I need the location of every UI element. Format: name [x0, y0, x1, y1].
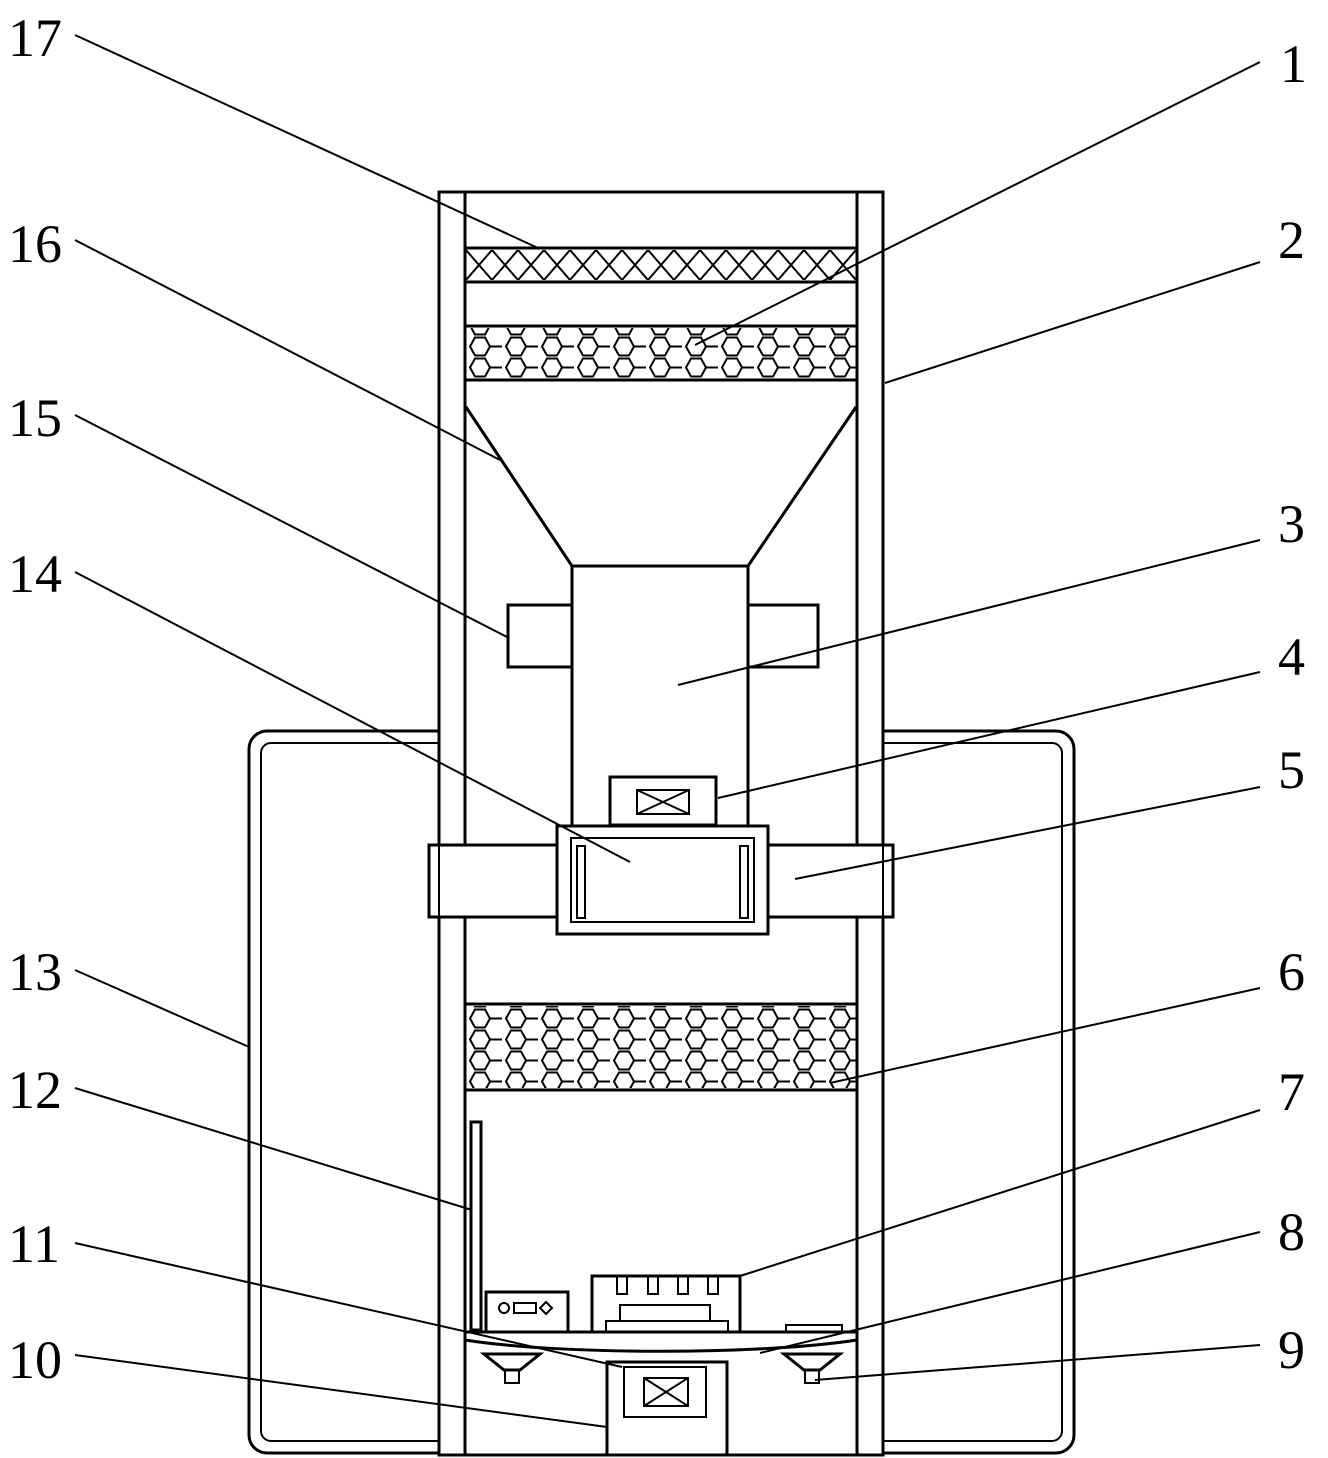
- nozzle-right: [779, 1352, 845, 1384]
- fan-motor: [608, 775, 718, 827]
- fan-box: [555, 824, 770, 936]
- label-14: 14: [8, 544, 62, 604]
- label-13: 13: [8, 942, 62, 1002]
- right-mount-block: [746, 603, 820, 669]
- label-3: 3: [1278, 494, 1305, 554]
- label-10: 10: [8, 1330, 62, 1390]
- label-16: 16: [8, 214, 62, 274]
- base-tray: [463, 1324, 859, 1353]
- vertical-rod: [469, 1120, 483, 1332]
- label-15: 15: [8, 388, 62, 448]
- label-1: 1: [1280, 34, 1307, 94]
- top-filter-layer: [465, 246, 857, 284]
- label-7: 7: [1278, 1062, 1305, 1122]
- left-mount-block: [506, 603, 574, 669]
- label-5: 5: [1278, 740, 1305, 800]
- lower-honeycomb-filter: [465, 1002, 857, 1092]
- label-12: 12: [8, 1060, 62, 1120]
- nozzle-left: [479, 1352, 545, 1384]
- label-8: 8: [1278, 1202, 1305, 1262]
- control-box: [484, 1290, 570, 1334]
- label-11: 11: [8, 1214, 60, 1274]
- leader-lines: [74, 34, 1261, 1428]
- heating-unit: [590, 1274, 742, 1334]
- upper-honeycomb-filter: [465, 324, 857, 382]
- label-6: 6: [1278, 942, 1305, 1002]
- label-2: 2: [1278, 210, 1305, 270]
- funnel-hood: [464, 406, 858, 567]
- label-4: 4: [1278, 627, 1305, 687]
- label-9: 9: [1278, 1320, 1305, 1380]
- label-17: 17: [8, 8, 62, 68]
- bottom-pump: [605, 1360, 729, 1457]
